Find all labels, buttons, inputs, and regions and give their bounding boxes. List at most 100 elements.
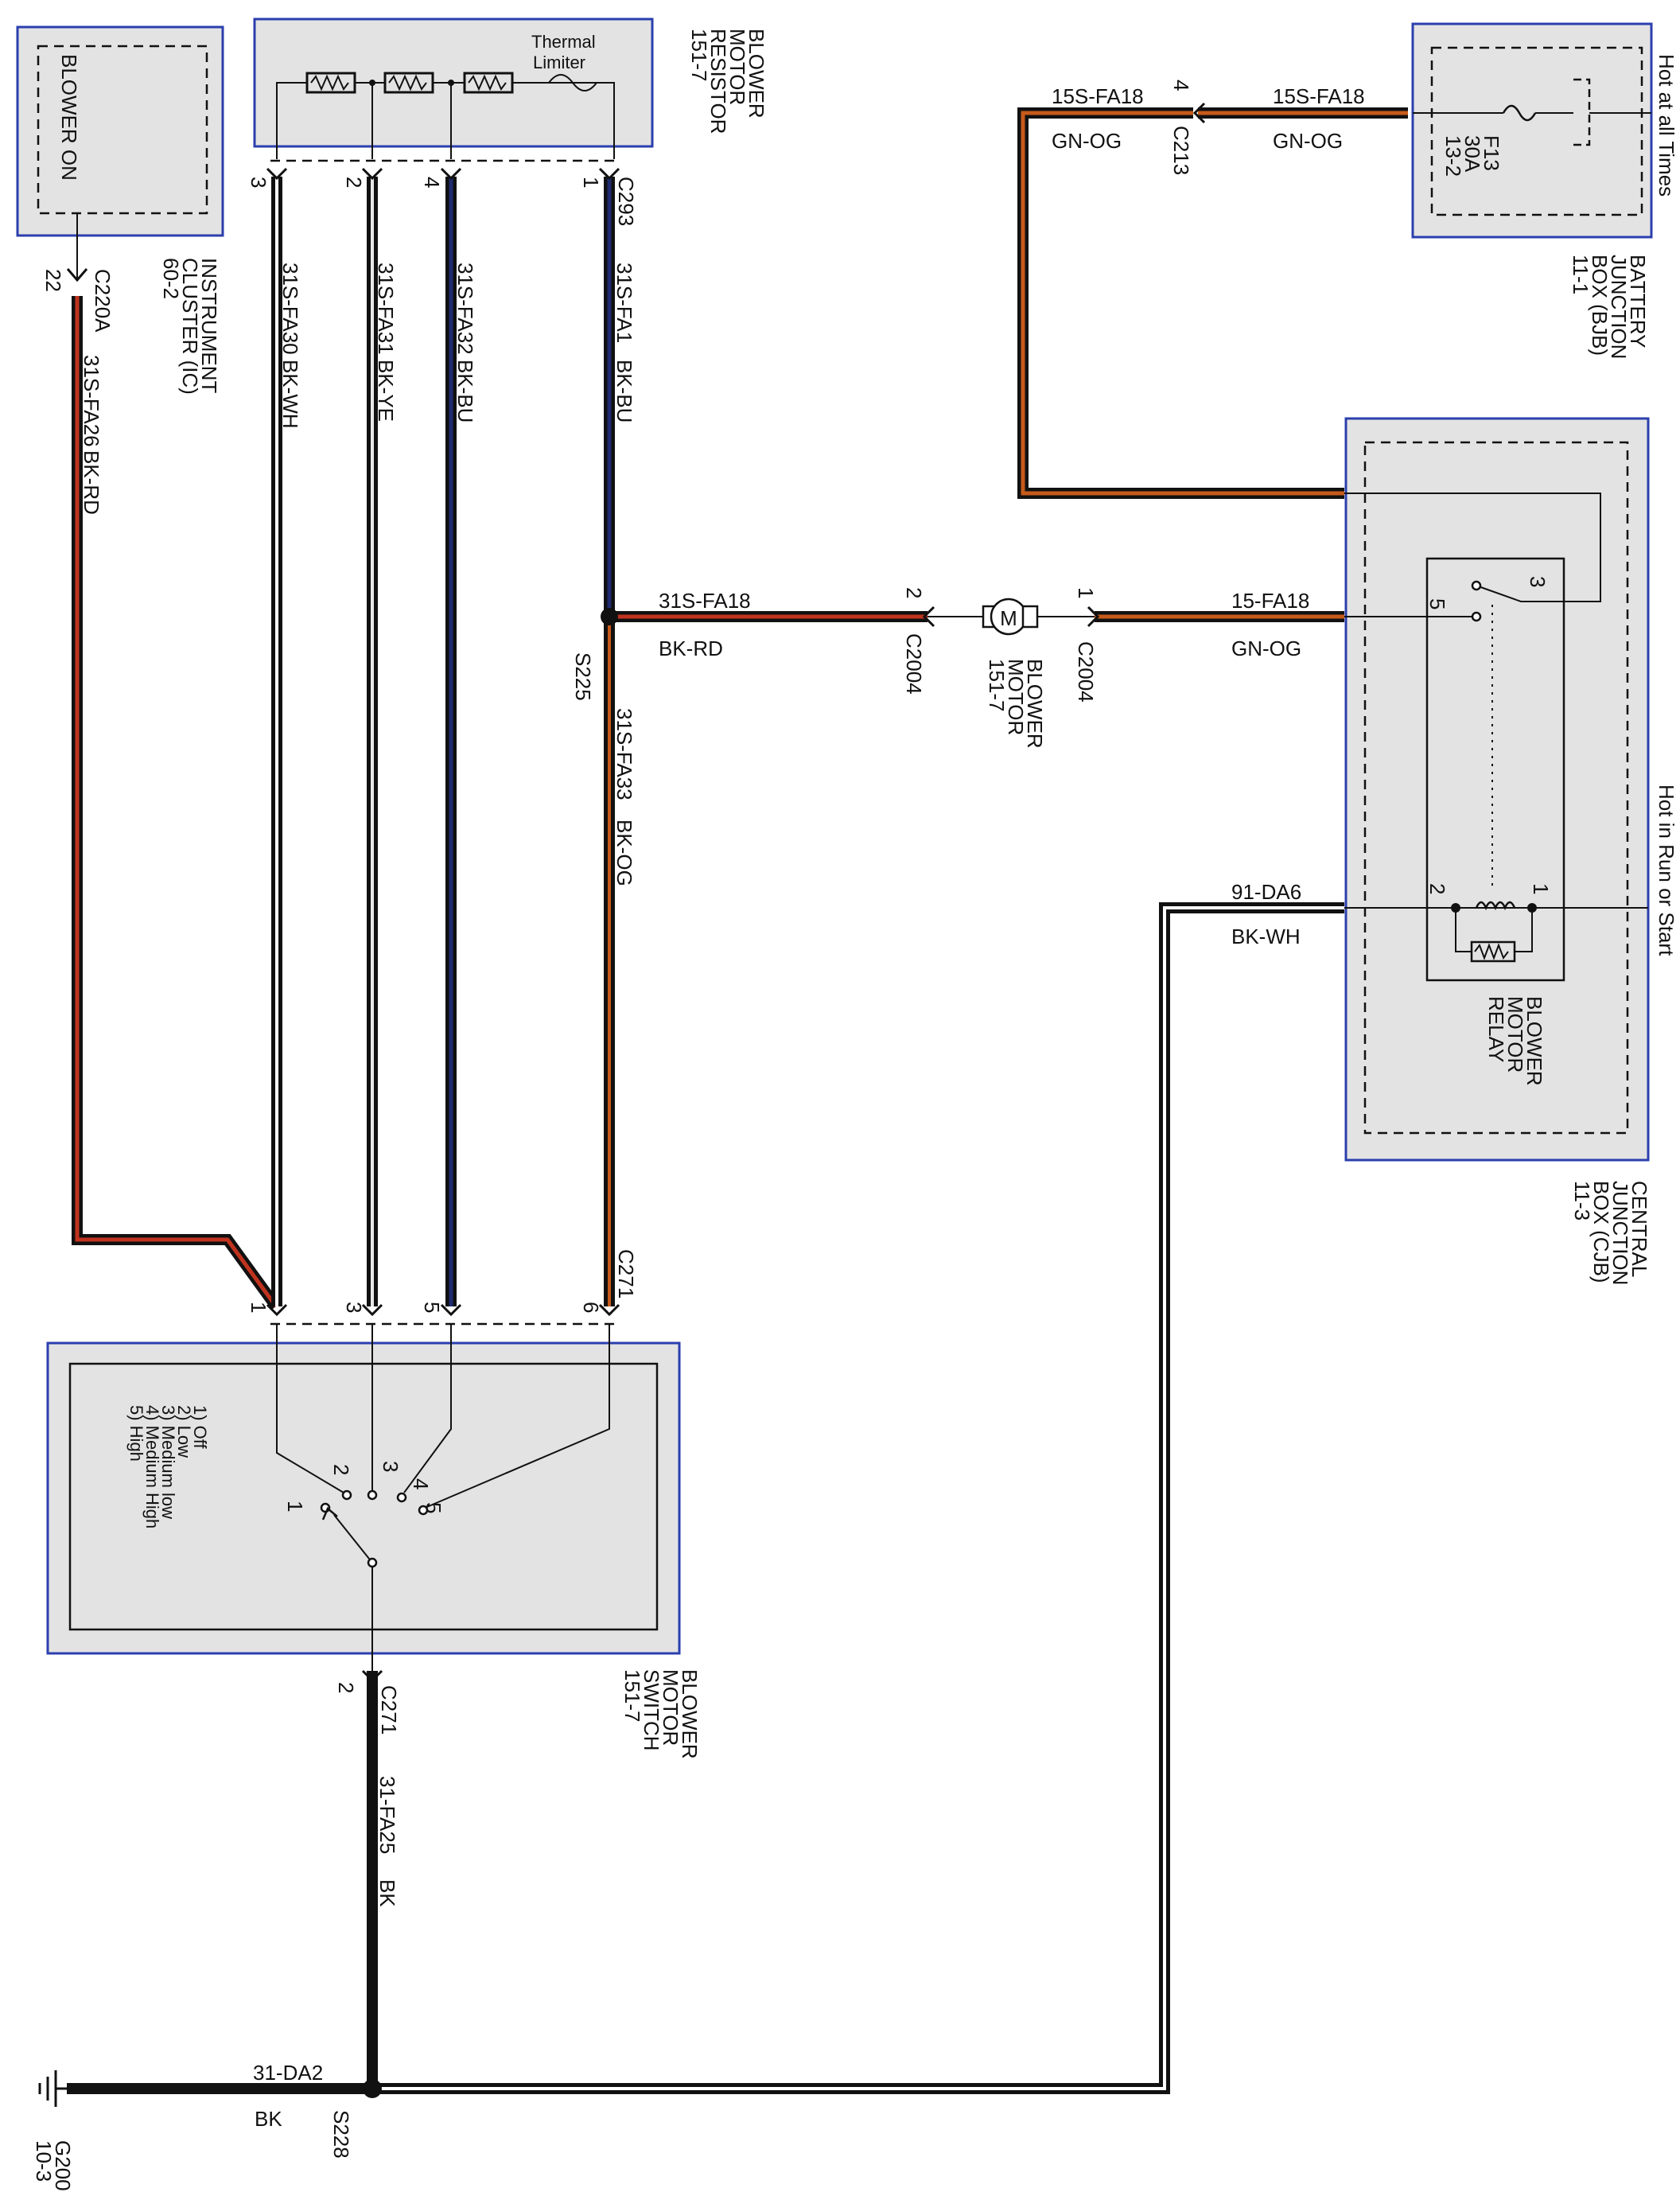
connector-c293-label: C293	[614, 177, 638, 226]
pin-contact-2: 2	[329, 1464, 353, 1475]
pin-relay-3: 3	[1526, 576, 1550, 587]
splice-s225-label: S225	[571, 652, 595, 701]
wire-label-31s-fa26: 31S-FA26 BK-RD	[80, 355, 103, 515]
pin-relay-1: 1	[1529, 883, 1553, 894]
svg-text:BK-RD: BK-RD	[80, 450, 103, 515]
svg-text:11-1: 11-1	[1569, 255, 1592, 294]
wire-label-15s-fa18-left-circuit: 15S-FA18	[1052, 84, 1144, 108]
pin-motor-1: 1	[1074, 587, 1098, 598]
blower-motor-symbol: M	[922, 598, 1100, 636]
connector-c213-label: C213	[1169, 126, 1193, 175]
pin-sw-1: 1	[247, 1302, 270, 1313]
c293-pins	[266, 167, 620, 181]
instrument-cluster-label: INSTRUMENT CLUSTER (IC) 60-2	[159, 258, 221, 395]
blower-motor-resistor-label: BLOWER MOTOR RESISTOR 151-7	[687, 29, 768, 134]
svg-text:BLOWER: BLOWER	[745, 29, 768, 119]
switch-position-legend: 1) Off 2) Low 3) Medium low 4) Medium Hi…	[126, 1405, 210, 1528]
connector-c2004-right-label: C2004	[1074, 641, 1098, 703]
svg-text:30A: 30A	[1460, 135, 1484, 173]
wire-label-31s-fa18-color: BK-RD	[659, 637, 723, 660]
blower-motor-label: BLOWER MOTOR 151-7	[985, 659, 1047, 749]
svg-text:3) Medium low: 3) Medium low	[158, 1405, 178, 1519]
svg-text:SWITCH: SWITCH	[640, 1669, 663, 1751]
wire-label-15s-fa18-right-circuit: 15S-FA18	[1273, 84, 1365, 108]
resistor-element	[383, 72, 434, 94]
blower-motor-relay-label: BLOWER MOTOR RELAY	[1484, 996, 1546, 1086]
svg-text:10-3: 10-3	[32, 2140, 56, 2182]
c271-pins	[266, 1303, 620, 1317]
pin-sw-3: 3	[342, 1302, 366, 1313]
svg-text:11-3: 11-3	[1570, 1181, 1594, 1221]
fuse-f13-label: F13 30A 13-2	[1441, 135, 1503, 177]
c271-bottom-pin	[361, 1669, 383, 1683]
svg-text:5) High: 5) High	[126, 1405, 146, 1462]
wire-label-91-da6-color: BK-WH	[1231, 925, 1301, 948]
svg-text:BK-BU: BK-BU	[453, 360, 477, 422]
pin-ic-22: 22	[41, 269, 65, 292]
pin-contact-1: 1	[283, 1501, 307, 1512]
wire-label-31s-fa1: 31S-FA1 BK-BU	[612, 263, 636, 422]
resistor-element	[463, 72, 514, 94]
wire-label-31-fa25: 31-FA25 BK	[375, 1776, 399, 1907]
battery-junction-box-label: BATTERY JUNCTION BOX (BJB) 11-1	[1569, 255, 1650, 359]
pin-res-2: 2	[342, 177, 366, 188]
svg-text:MOTOR: MOTOR	[1503, 996, 1527, 1073]
svg-text:31S-FA30: 31S-FA30	[278, 263, 302, 355]
connector-c2004-left-label: C2004	[902, 633, 926, 695]
svg-text:BK: BK	[375, 1879, 399, 1907]
ground-symbol	[38, 2070, 68, 2107]
svg-text:BLOWER: BLOWER	[678, 1669, 702, 1759]
svg-text:RESISTOR: RESISTOR	[706, 29, 730, 134]
svg-text:JUNCTION: JUNCTION	[1608, 1181, 1632, 1285]
pin-res-1: 1	[579, 177, 603, 188]
svg-text:BK-WH: BK-WH	[278, 360, 302, 429]
svg-text:BOX (BJB): BOX (BJB)	[1588, 255, 1612, 356]
svg-text:13-2: 13-2	[1441, 135, 1465, 177]
central-junction-box	[1344, 417, 1650, 1162]
pin-c213-4: 4	[1169, 80, 1193, 91]
svg-text:31S-FA26: 31S-FA26	[80, 355, 103, 447]
pin-contact-4: 4	[409, 1478, 433, 1489]
battery-junction-box	[1411, 22, 1653, 239]
connector-c271-bottom-label: C271	[377, 1685, 401, 1735]
pin-res-4: 4	[420, 177, 444, 188]
svg-text:INSTRUMENT: INSTRUMENT	[197, 258, 221, 394]
blower-motor-switch-label: BLOWER MOTOR SWITCH 151-7	[620, 1669, 702, 1759]
connector-c220a-label: C220A	[91, 269, 115, 333]
pin-sw-2: 2	[334, 1682, 358, 1693]
resistor-element	[305, 72, 356, 94]
wire-label-31s-fa33: 31S-FA33 BK-OG	[612, 708, 636, 886]
wire-label-15s-fa18-right-color: GN-OG	[1273, 129, 1343, 153]
pin-relay-5: 5	[1425, 598, 1449, 609]
splice-s228-dot	[363, 2079, 382, 2098]
svg-text:151-7: 151-7	[620, 1669, 644, 1723]
svg-text:BK-YE: BK-YE	[374, 360, 398, 422]
svg-text:31S-FA31: 31S-FA31	[374, 263, 398, 355]
wire-label-15-fa18-color: GN-OG	[1231, 637, 1301, 660]
svg-text:JUNCTION: JUNCTION	[1607, 255, 1631, 359]
svg-text:BLOWER: BLOWER	[1522, 996, 1546, 1086]
svg-text:31S-FA1: 31S-FA1	[612, 263, 636, 343]
svg-text:BK-OG: BK-OG	[612, 820, 636, 886]
connector-c213	[1192, 102, 1206, 124]
svg-text:Limiter: Limiter	[533, 53, 585, 72]
svg-text:CLUSTER (IC): CLUSTER (IC)	[178, 258, 202, 395]
splice-s225-dot	[601, 608, 618, 625]
svg-text:31S-FA33: 31S-FA33	[612, 708, 636, 800]
thermal-limiter-symbol	[548, 74, 597, 92]
blower-motor-relay-box	[1425, 557, 1565, 982]
cjb-hot-label: Hot in Run or Start	[1655, 785, 1678, 956]
svg-text:M: M	[1000, 606, 1017, 630]
svg-text:MOTOR: MOTOR	[1004, 659, 1028, 735]
svg-text:2) Low: 2) Low	[174, 1405, 194, 1458]
blower-motor-switch	[46, 1324, 681, 1671]
pin-motor-2: 2	[902, 587, 926, 598]
wire-label-31-da2-circuit: 31-DA2	[253, 2061, 323, 2085]
wire-label-15s-fa18-left-color: GN-OG	[1052, 129, 1122, 153]
connector-c271-label: C271	[614, 1249, 638, 1299]
wire-label-31s-fa30: 31S-FA30 BK-WH	[278, 263, 302, 429]
blower-motor-resistor	[253, 18, 654, 159]
wire-15s-fa18	[1017, 107, 1408, 499]
wire-label-31s-fa18-circuit: 31S-FA18	[659, 589, 751, 613]
